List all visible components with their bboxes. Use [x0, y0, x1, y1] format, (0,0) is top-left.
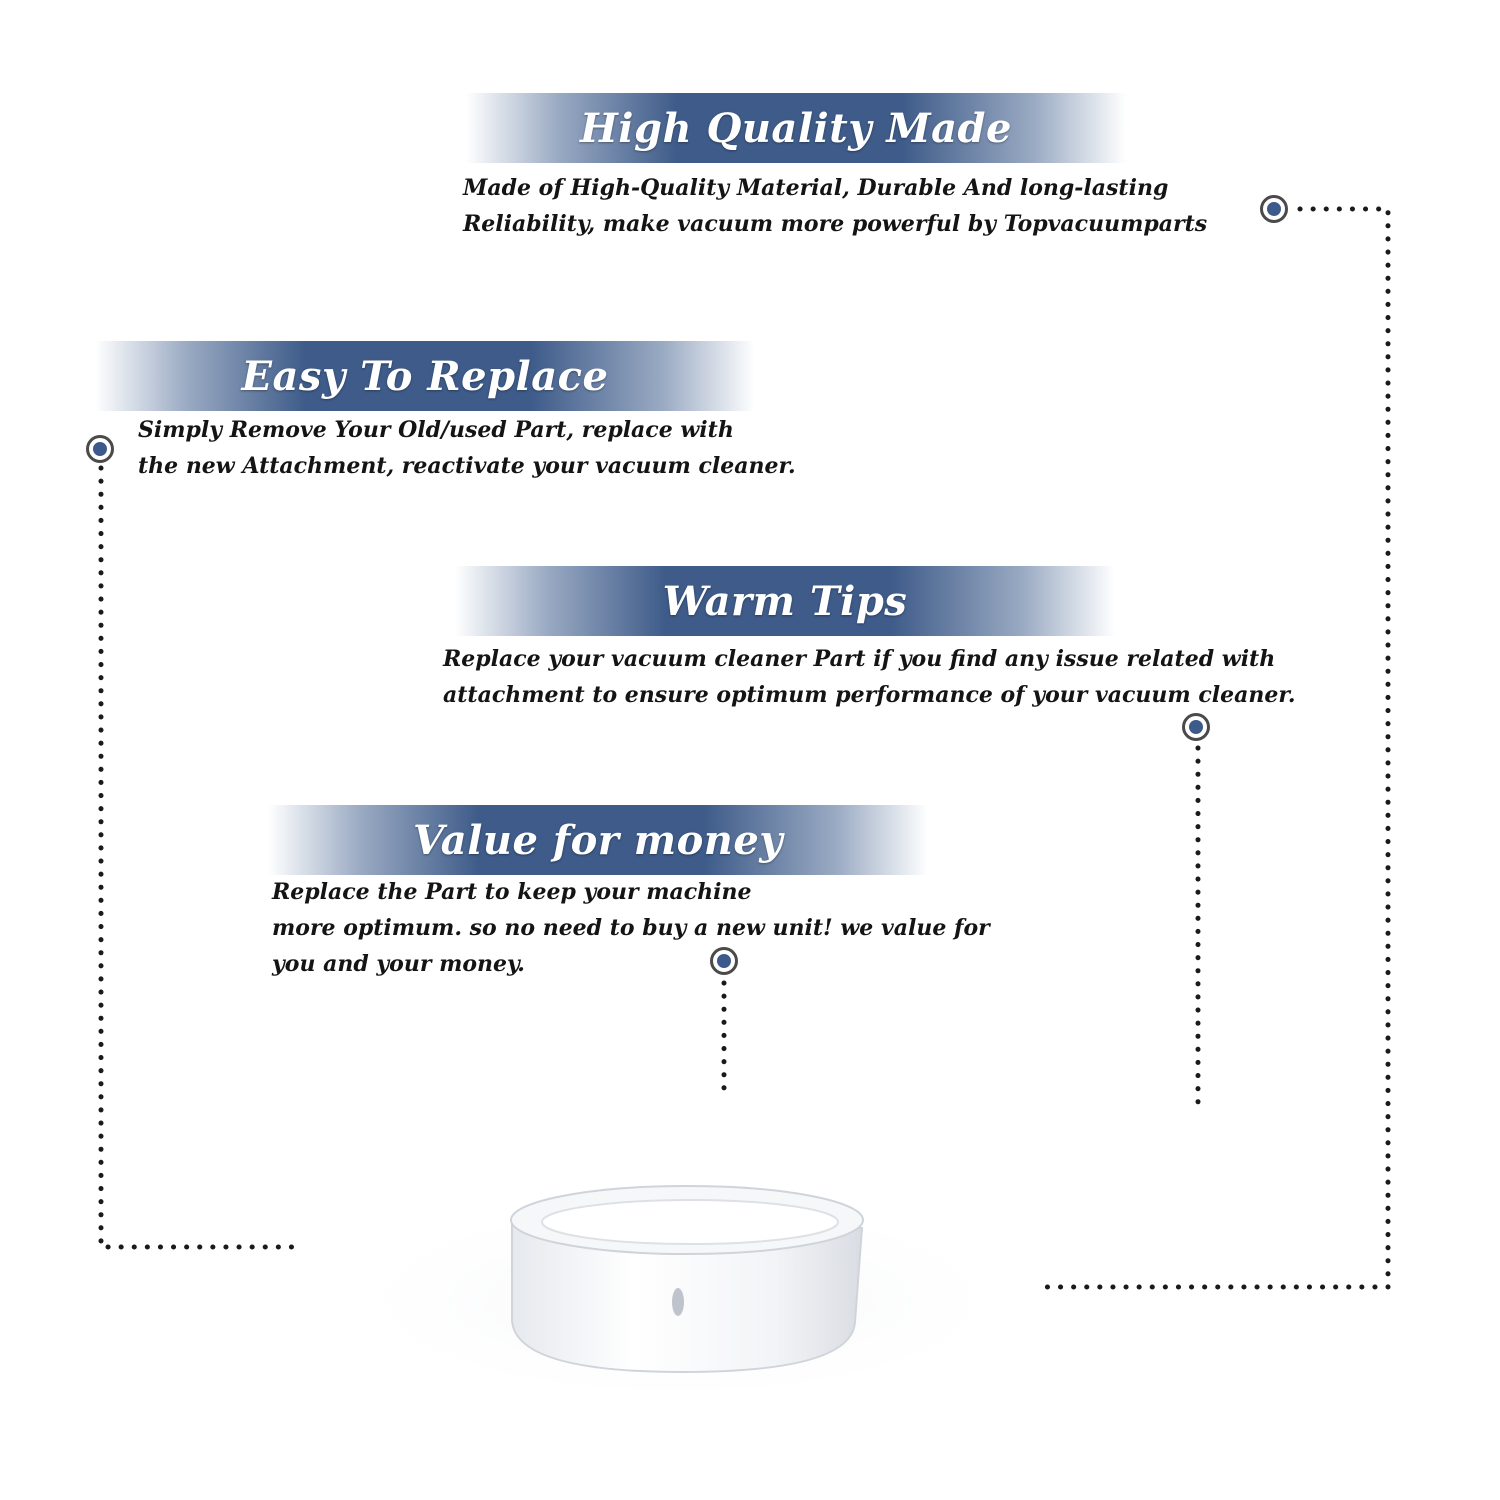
target-dot-icon — [1260, 195, 1288, 223]
target-dot-icon — [710, 947, 738, 975]
banner-warm-tips: Warm Tips — [455, 566, 1115, 636]
target-dot-icon — [86, 435, 114, 463]
description-value-money: Replace the Part to keep your machine mo… — [272, 874, 990, 982]
description-high-quality: Made of High-Quality Material, Durable A… — [463, 170, 1207, 242]
banner-value-money: Value for money — [268, 805, 928, 875]
description-line: Simply Remove Your Old/used Part, replac… — [138, 417, 734, 443]
description-line: Replace the Part to keep your machine — [272, 879, 752, 905]
description-line: you and your money. — [272, 951, 525, 977]
description-easy-replace: Simply Remove Your Old/used Part, replac… — [138, 412, 796, 484]
banner-easy-replace: Easy To Replace — [95, 341, 755, 411]
product-image — [320, 1185, 1040, 1410]
banner-title: Easy To Replace — [241, 352, 609, 400]
description-line: Replace your vacuum cleaner Part if you … — [443, 646, 1276, 672]
ring-side — [511, 1220, 864, 1374]
banner-title: High Quality Made — [580, 104, 1012, 152]
description-line: the new Attachment, reactivate your vacu… — [138, 453, 796, 479]
connector-high-quality — [1035, 206, 1391, 1290]
banner-title: Warm Tips — [662, 577, 908, 625]
connector-easy-replace — [98, 465, 299, 1250]
description-line: attachment to ensure optimum performance… — [443, 682, 1296, 708]
description-line: Made of High-Quality Material, Durable A… — [463, 175, 1169, 201]
description-warm-tips: Replace your vacuum cleaner Part if you … — [443, 641, 1296, 713]
target-dot-icon — [1182, 713, 1210, 741]
ring-hole — [672, 1288, 684, 1316]
description-line: more optimum. so no need to buy a new un… — [272, 915, 990, 941]
banner-title: Value for money — [412, 816, 784, 864]
ring-inner — [541, 1199, 839, 1245]
description-line: Reliability, make vacuum more powerful b… — [463, 211, 1208, 237]
banner-high-quality: High Quality Made — [466, 93, 1126, 163]
